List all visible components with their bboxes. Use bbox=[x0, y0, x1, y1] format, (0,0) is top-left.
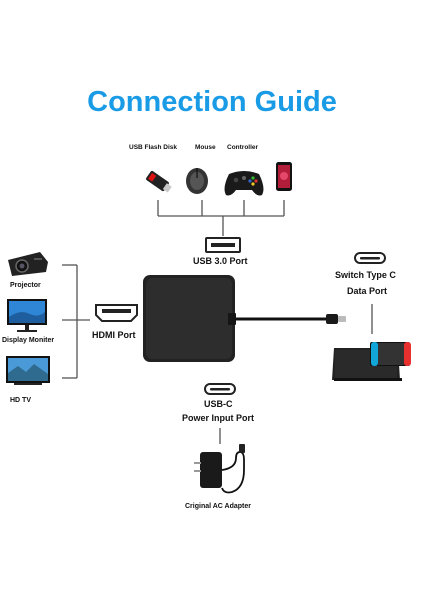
switch-console-icon bbox=[332, 342, 411, 381]
controller-label: Controller bbox=[227, 144, 259, 151]
adapter-label: Criginal AC Adapter bbox=[185, 503, 251, 510]
mouse-label: Mouse bbox=[195, 144, 216, 151]
left-connector-lines bbox=[62, 264, 90, 379]
top-connector-lines bbox=[157, 200, 285, 236]
switch-port-label-line1: Switch Type C bbox=[335, 270, 396, 280]
page-title: Connection Guide bbox=[87, 86, 337, 118]
phone-icon bbox=[276, 162, 292, 191]
hdmi-port-label: HDMI Port bbox=[92, 330, 136, 340]
hdmi-port-icon bbox=[95, 304, 138, 322]
mouse-icon bbox=[186, 168, 208, 194]
power-usb-c-port-icon bbox=[204, 383, 236, 395]
tv-label: HD TV bbox=[10, 397, 31, 404]
usb-flash-disk-label: USB Flash Disk bbox=[129, 144, 178, 151]
projector-label: Projector bbox=[10, 282, 41, 289]
tv-icon bbox=[6, 356, 50, 385]
switch-usb-c-port-icon bbox=[354, 252, 386, 264]
hub-icon bbox=[143, 275, 236, 362]
monitor-label: Display Moniter bbox=[2, 337, 55, 344]
usb-flash-disk-icon bbox=[146, 170, 172, 193]
projector-icon bbox=[8, 252, 48, 276]
usb-c-cable bbox=[236, 314, 346, 324]
power-port-label-line2: Power Input Port bbox=[182, 413, 254, 423]
switch-port-label-line2: Data Port bbox=[347, 286, 388, 296]
controller-icon bbox=[224, 171, 264, 196]
ac-adapter-icon bbox=[194, 444, 245, 494]
monitor-icon bbox=[7, 299, 47, 332]
power-port-label-line1: USB-C bbox=[204, 399, 233, 409]
usb-port-icon bbox=[205, 237, 241, 253]
usb-port-label: USB 3.0 Port bbox=[193, 256, 248, 266]
